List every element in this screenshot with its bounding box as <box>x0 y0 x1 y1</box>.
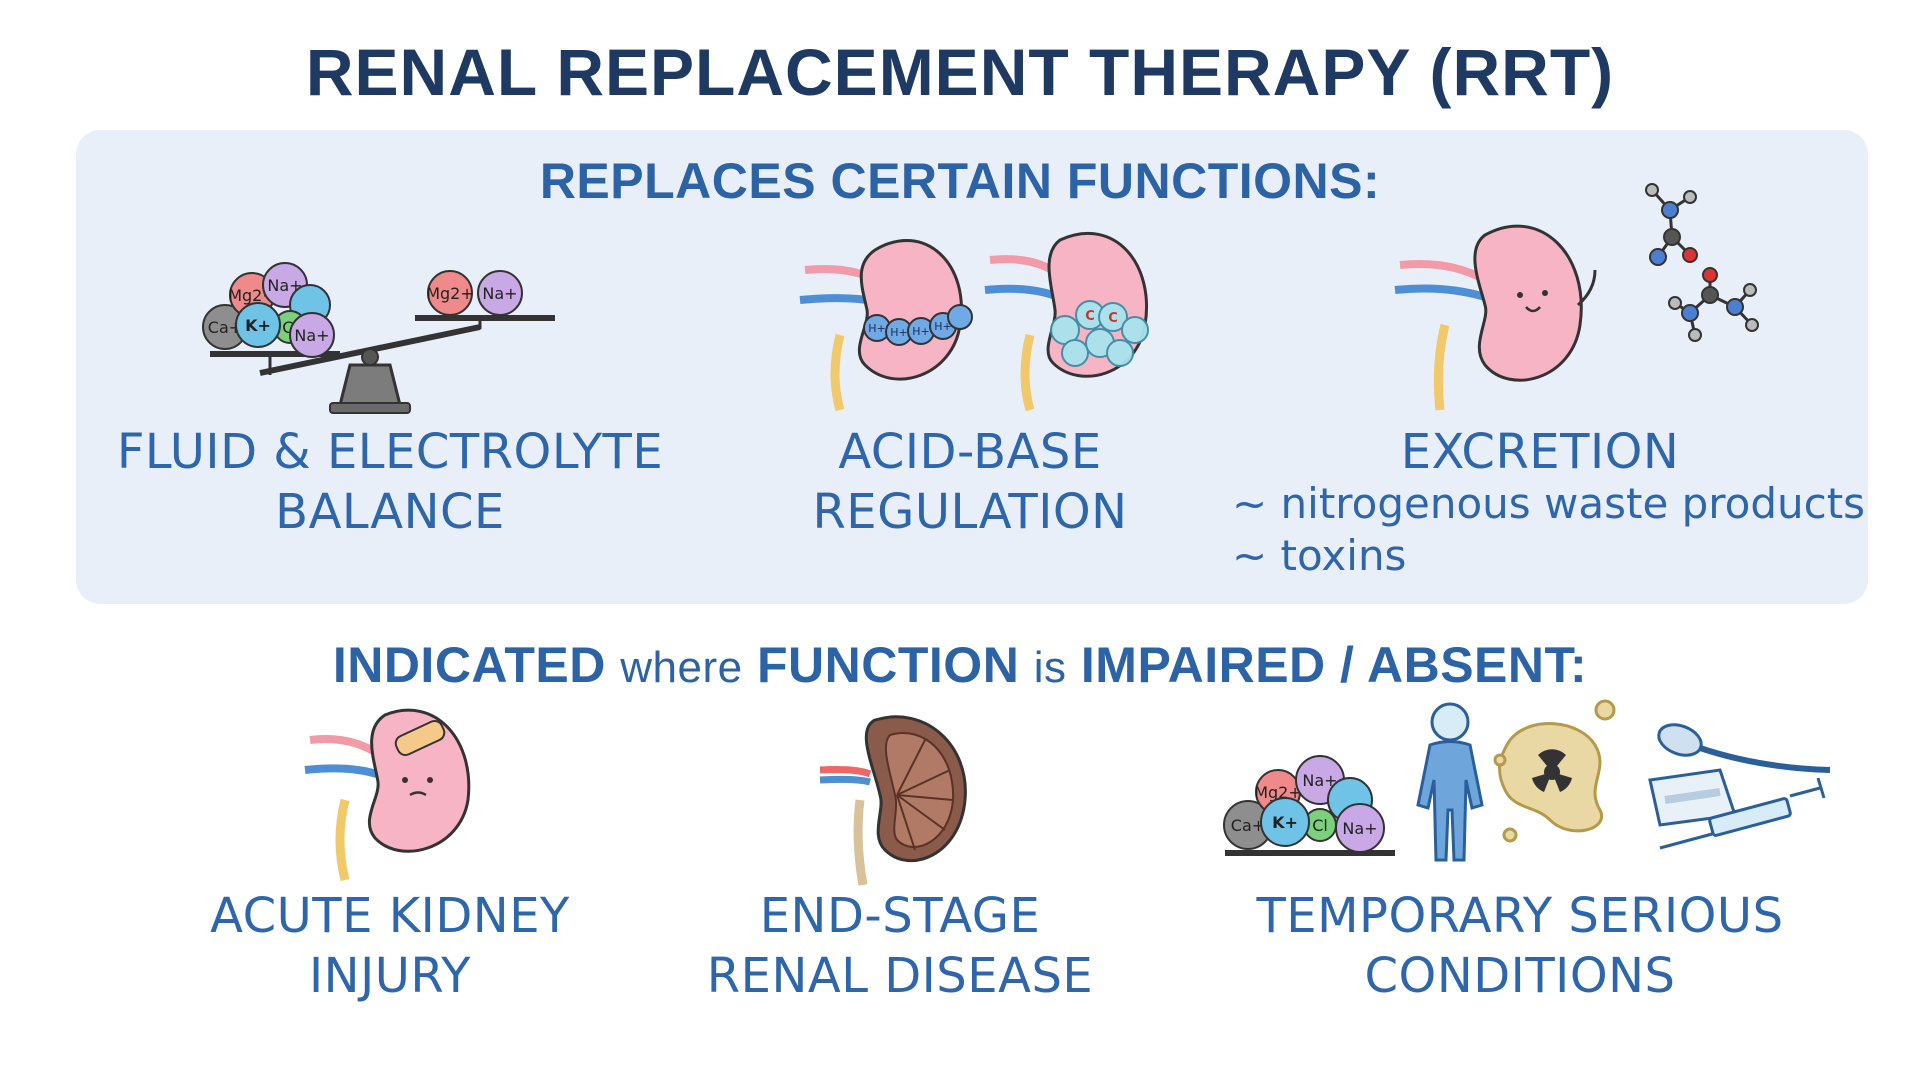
indicated-heading: INDICATED where FUNCTION is IMPAIRED / A… <box>332 637 1588 693</box>
acid-base-label: ACID-BASE REGULATION <box>812 424 1128 540</box>
carbon-atom: C <box>1085 309 1095 324</box>
carbon-atom-2: C <box>1108 311 1118 326</box>
ion-h-4: H+ <box>934 320 952 333</box>
temporary-conditions-label: TEMPORARY SERIOUS CONDITIONS <box>1256 888 1784 1004</box>
balance-scale-icon: Ca+ Mg2+ Na+ Cl K+ Na+ Mg2+ Na+ <box>202 262 555 414</box>
ion-na-5: Na+ <box>1342 819 1377 838</box>
ion-mg-2: Mg2+ <box>426 284 474 303</box>
excretion-details: ~ nitrogenous waste products ~ toxins <box>1232 478 1872 582</box>
esrd-label: END-STAGE RENAL DISEASE <box>706 888 1094 1004</box>
ion-h: H+ <box>868 322 886 335</box>
ion-ca-2: Ca+ <box>1231 816 1265 835</box>
replaces-heading: REPLACES CERTAIN FUNCTIONS: <box>539 153 1381 209</box>
ion-na-2: Na+ <box>294 326 329 345</box>
page-title: RENAL REPLACEMENT THERAPY (RRT) <box>305 35 1615 109</box>
kidney-cross-section-icon <box>819 715 967 886</box>
temporary-conditions-icon: Ca+ Mg2+ Na+ Cl K+ Na+ <box>1223 699 1831 862</box>
ion-k-2: K+ <box>1272 813 1298 832</box>
injured-kidney-icon <box>304 708 471 882</box>
fluid-electrolyte-label: FLUID & ELECTROLYTE BALANCE <box>116 424 664 540</box>
ion-na: Na+ <box>267 276 302 295</box>
ion-ca: Ca+ <box>208 318 242 337</box>
ion-h-2: H+ <box>890 326 908 339</box>
ion-k: K+ <box>245 316 271 335</box>
ion-cl-2: Cl <box>1312 816 1328 835</box>
ion-na-3: Na+ <box>482 284 517 303</box>
excretion-kidney-icon <box>1394 183 1759 411</box>
acid-base-kidneys-icon: H+ H+ H+ H+ C C <box>799 232 1149 412</box>
ion-h-3: H+ <box>912 325 930 338</box>
excretion-detail-1: ~ nitrogenous waste products <box>1232 479 1866 528</box>
excretion-detail-2: ~ toxins <box>1232 531 1407 580</box>
aki-label: ACUTE KIDNEY INJURY <box>210 888 570 1004</box>
ion-mg-3: Mg2+ <box>1254 783 1302 802</box>
excretion-label: EXCRETION <box>1400 424 1680 480</box>
ion-na-4: Na+ <box>1302 771 1337 790</box>
